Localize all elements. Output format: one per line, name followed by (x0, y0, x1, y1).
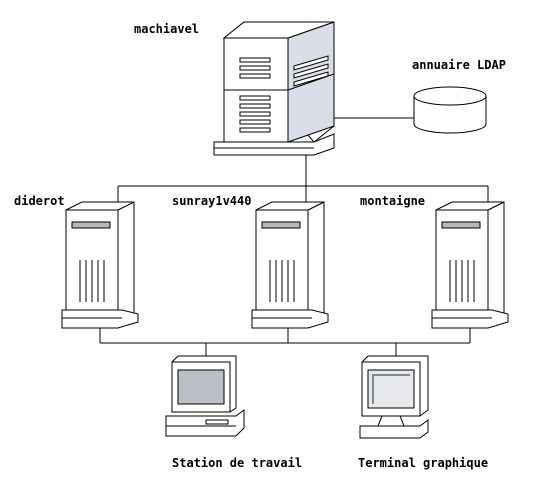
diderot-label: diderot (14, 194, 65, 208)
sunray-label: sunray1v440 (172, 194, 252, 208)
workstation-icon (165, 355, 245, 437)
montaigne-label: montaigne (360, 194, 426, 208)
diderot-server-icon (61, 201, 139, 329)
ldap-label: annuaire LDAP (412, 58, 506, 72)
main-server-icon (213, 21, 335, 156)
montaigne-server-icon (431, 201, 509, 329)
workstation-label: Station de travail (172, 456, 303, 470)
network-links (99, 117, 489, 360)
ldap-database-icon (413, 86, 487, 134)
main-server-label: machiavel (134, 22, 200, 36)
sunray-server-icon (251, 201, 329, 329)
terminal-icon (359, 355, 429, 439)
terminal-label: Terminal graphique (358, 456, 489, 470)
